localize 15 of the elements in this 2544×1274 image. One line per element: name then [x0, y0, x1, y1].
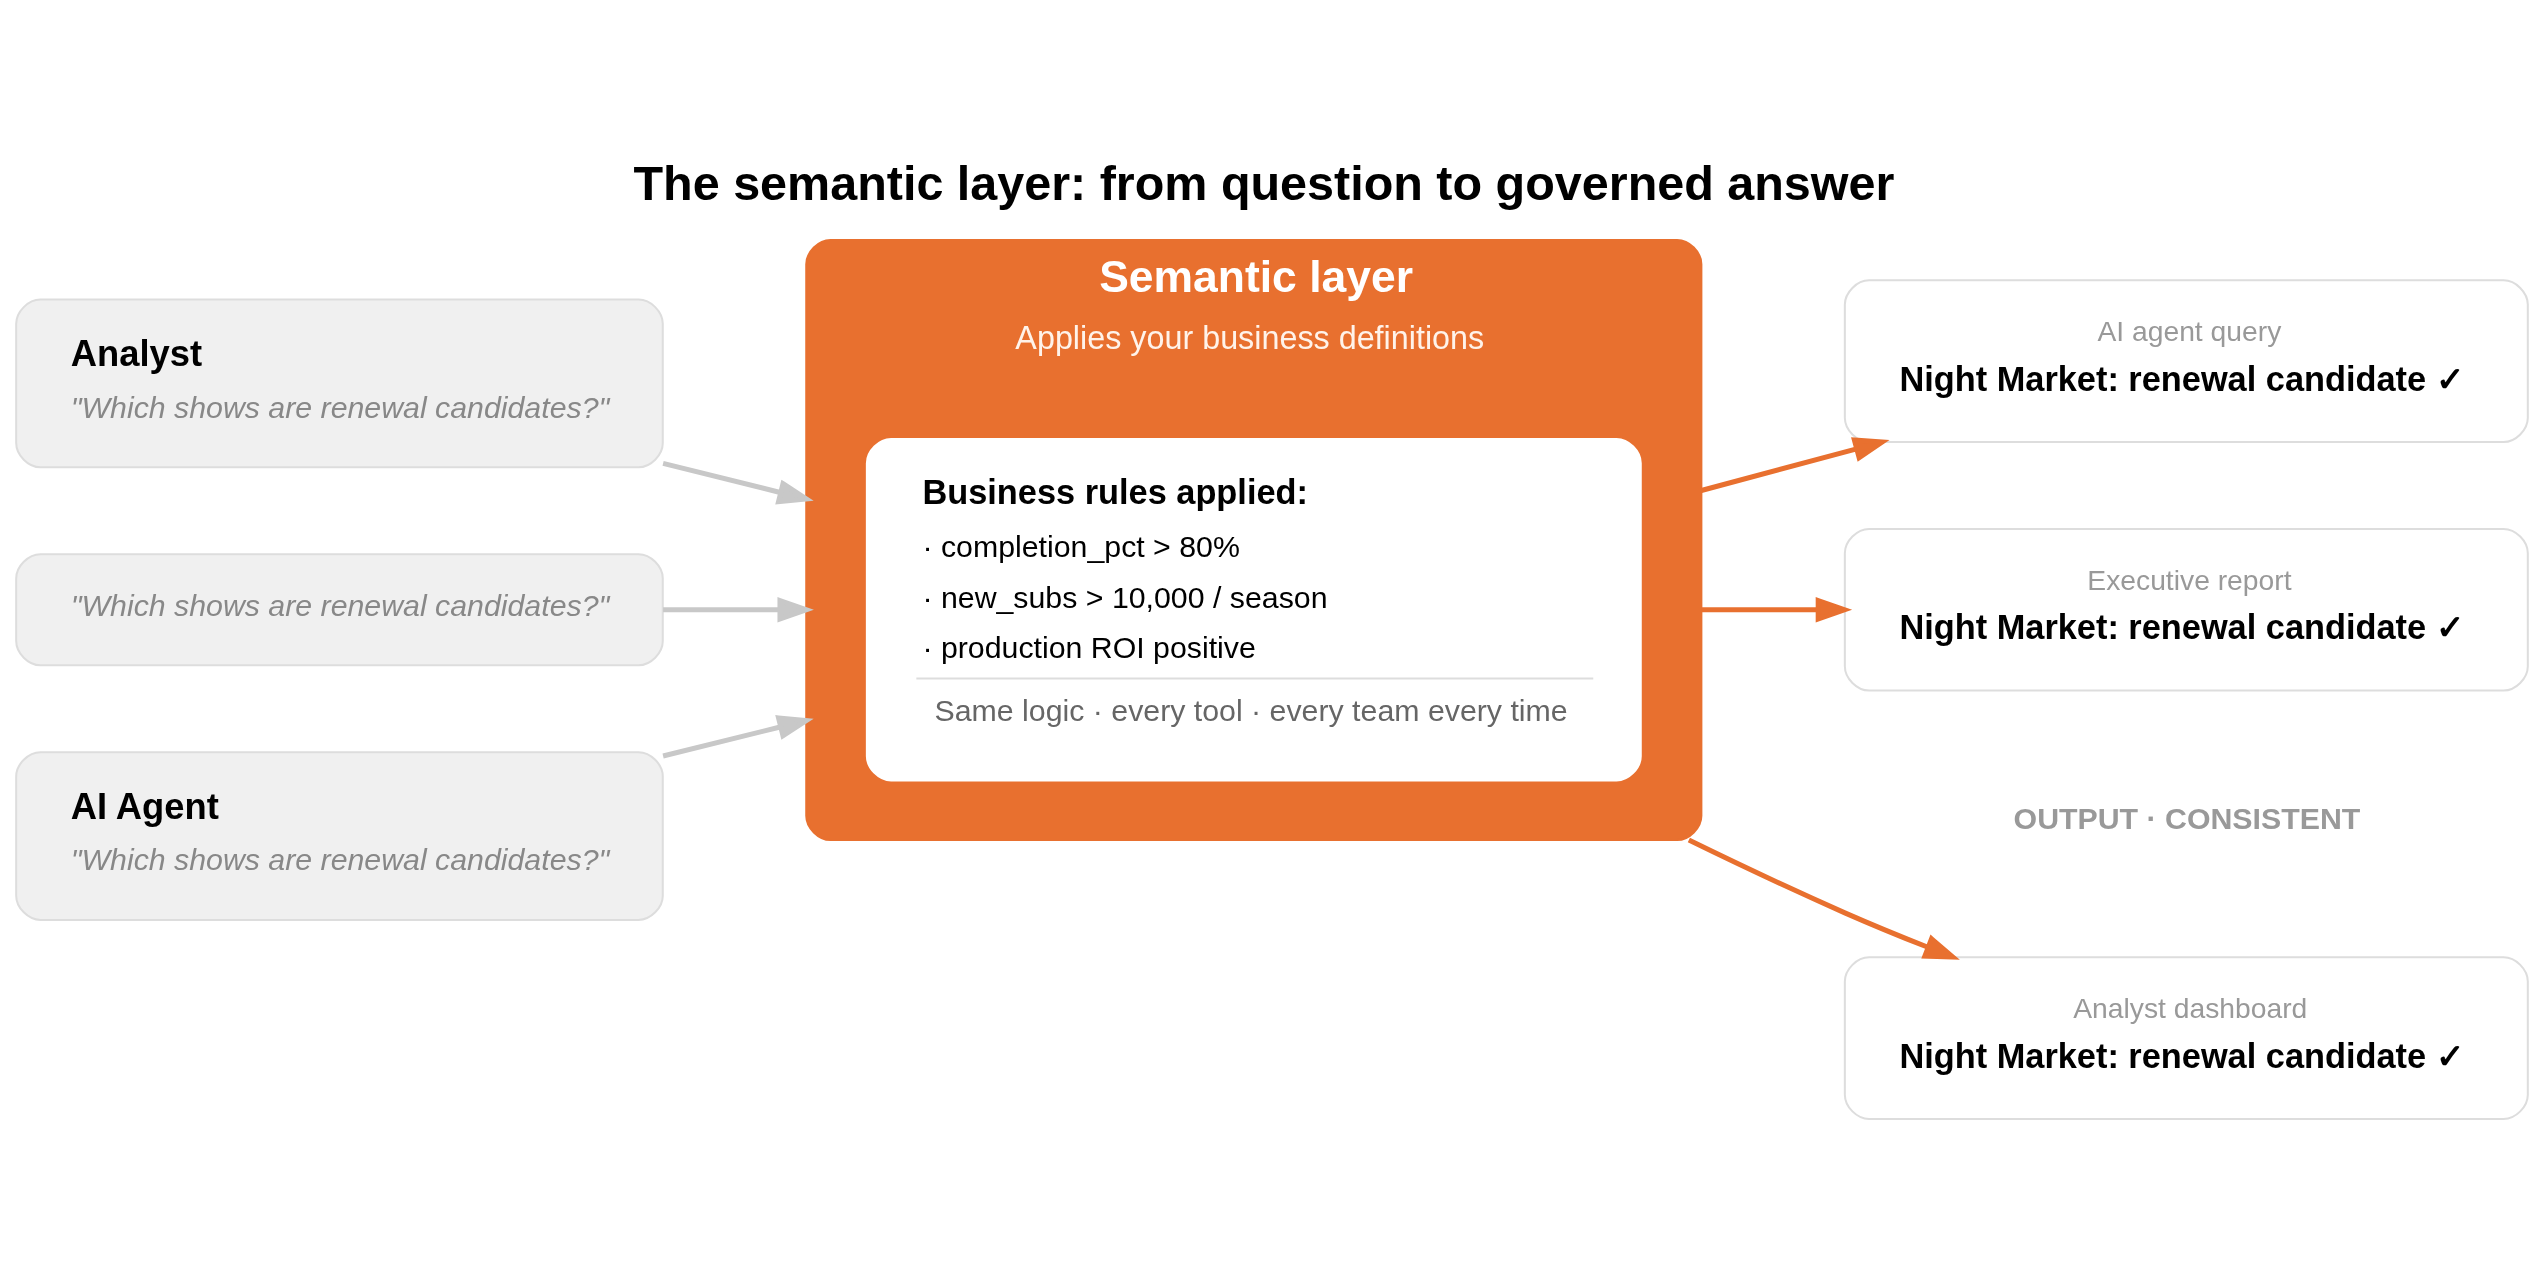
node-box: AI agent query Night Market: renewal candidate ✓: [1843, 279, 2529, 443]
arrow: [663, 596, 814, 623]
node-box: "Which shows are renewal candidates?": [15, 553, 664, 667]
node-box: Business rules applied: · completion_pct > 80% · new_subs > 10,000 / season · production ROI positive Same logic · every tool · every team every time: [865, 437, 1642, 782]
node-box: AI Agent "Which shows are renewal candidates?": [15, 751, 664, 921]
arrow: [1701, 596, 1853, 623]
label: OUTPUT · CONSISTENT: [2013, 801, 2361, 835]
arrow: [1700, 437, 1890, 493]
arrow: [662, 715, 814, 759]
arrow: [662, 460, 814, 505]
node-box: Executive report Night Market: renewal candidate ✓: [1843, 527, 2529, 692]
node-box: Analyst "Which shows are renewal candidates?": [15, 298, 664, 469]
diagram-title: The semantic layer: from question to governed answer: [633, 155, 1895, 210]
node-box: Analyst dashboard Night Market: renewal candidate ✓: [1843, 956, 2529, 1120]
arrow: [1687, 837, 1960, 960]
